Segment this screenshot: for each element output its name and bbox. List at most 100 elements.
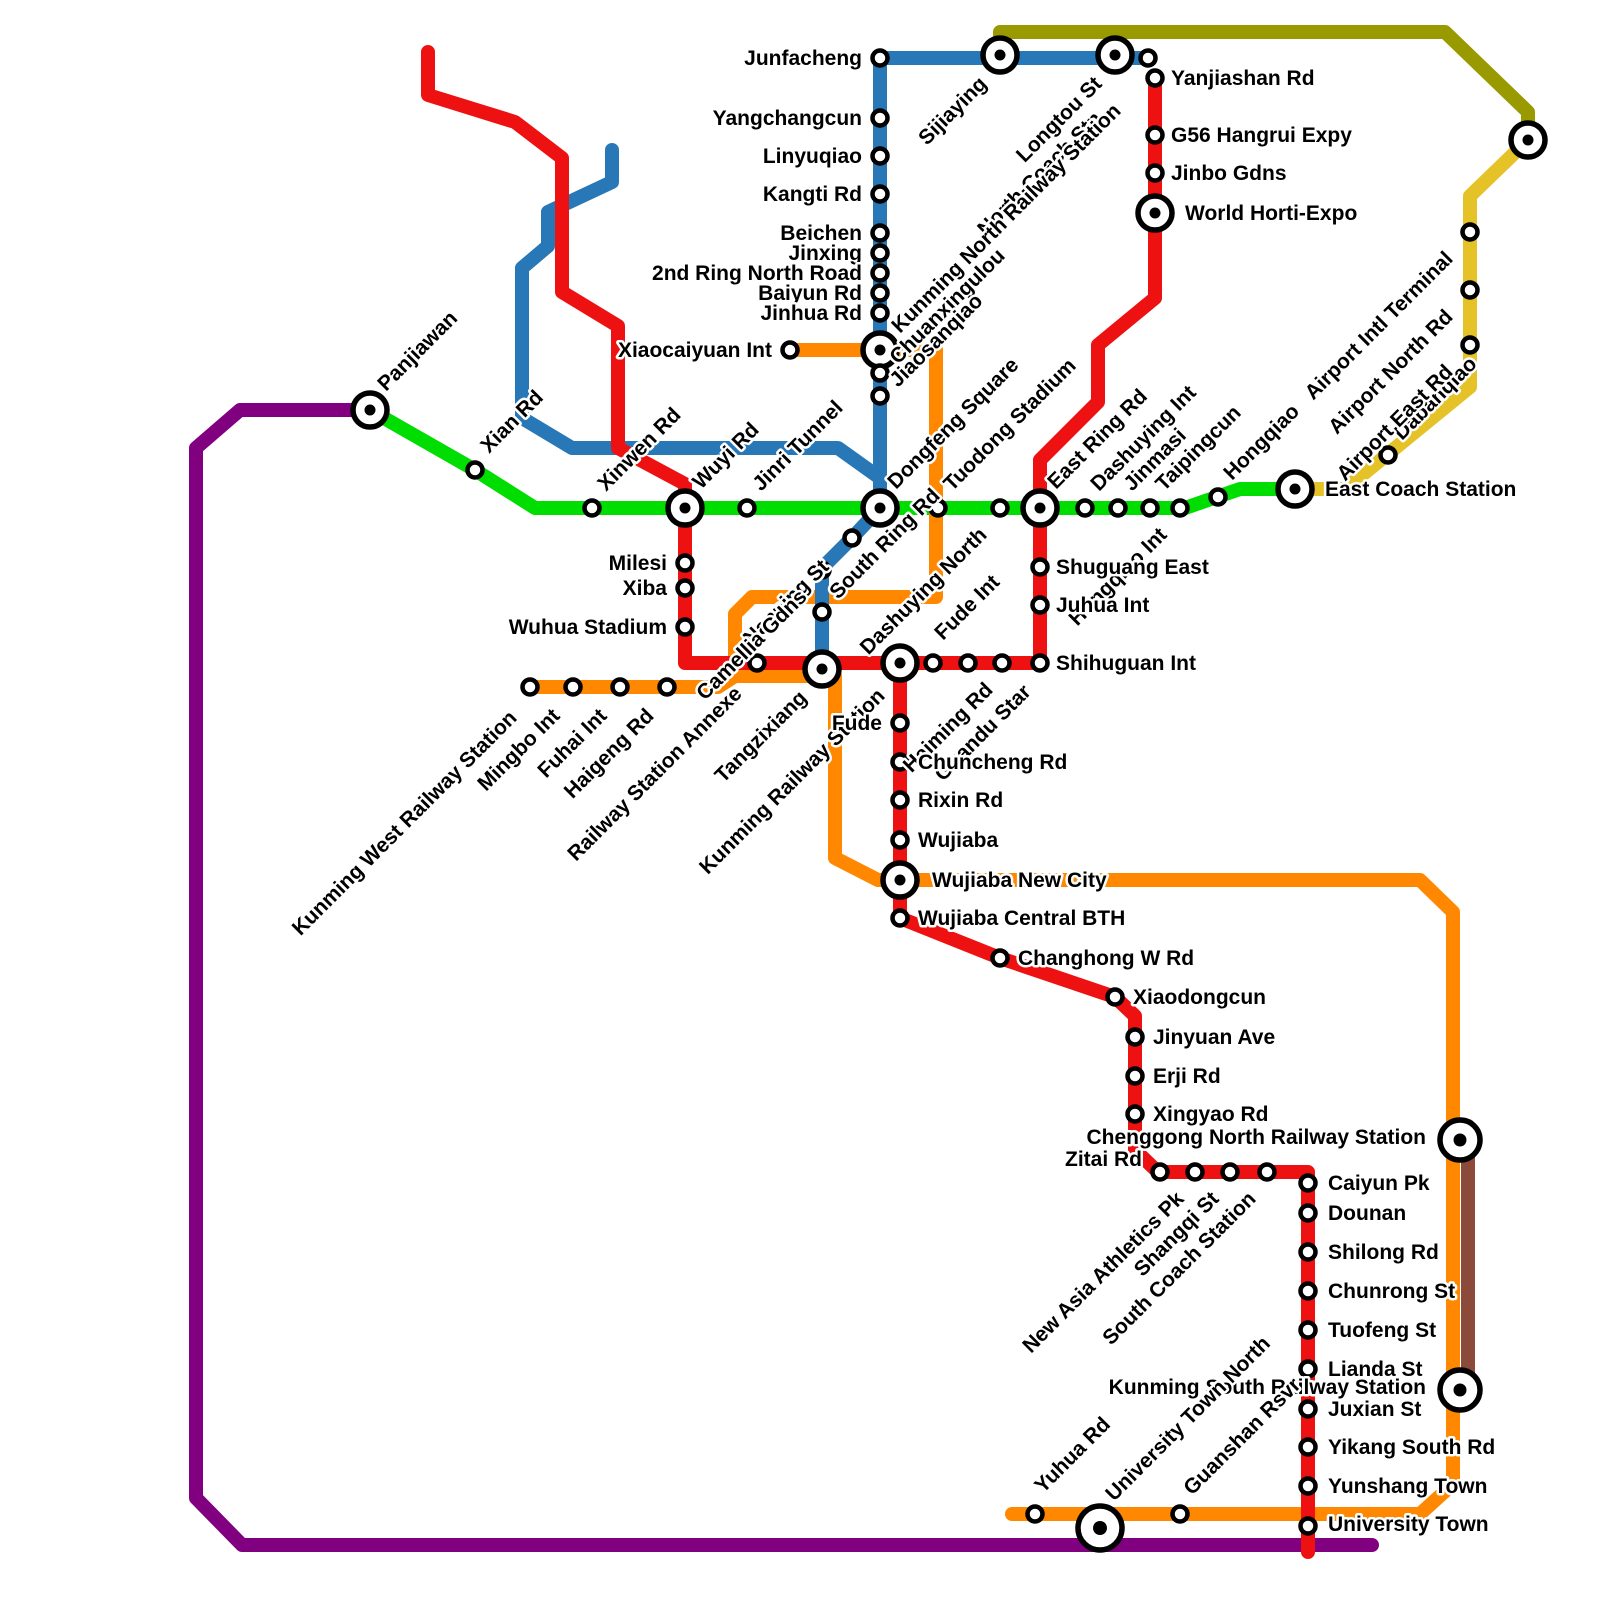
- station-hongqiao-int: [1170, 498, 1190, 518]
- station-guanshan-rsvr: [1170, 1504, 1190, 1524]
- station-label-changhong-w-rd: Changhong W Rd: [1018, 947, 1194, 970]
- station-label-rixin-rd: Rixin Rd: [918, 789, 1003, 812]
- station-label-shihuguan-int: Shihuguan Int: [1056, 652, 1196, 675]
- station-east-coach-station: [1275, 469, 1315, 509]
- station-haigeng-rd: [657, 677, 677, 697]
- station-zitai-rd: [1150, 1162, 1170, 1182]
- station-wuhua-stadium: [675, 617, 695, 637]
- station-label-wujiaba: Wujiaba: [918, 829, 998, 852]
- interchange-inner-dot: [894, 657, 906, 669]
- station-label-xiba: Xiba: [623, 577, 668, 600]
- station-marker: [870, 48, 890, 68]
- station-label-caiyun-pk: Caiyun Pk: [1328, 1172, 1430, 1195]
- station-marker: [1298, 1203, 1318, 1223]
- station-marker: [1298, 1476, 1318, 1496]
- station-fuhai-int: [610, 677, 630, 697]
- station-juhua-int: [1030, 595, 1050, 615]
- interchange-inner-dot: [1453, 1133, 1467, 1147]
- station-chunrong-st: [1298, 1281, 1318, 1301]
- station-marker: [870, 243, 890, 263]
- station-label-kunming-west-railway-station: Kunming West Railway Station: [288, 706, 522, 940]
- station-marker: [958, 653, 978, 673]
- station-jinyuan-ave: [1125, 1027, 1145, 1047]
- station-beichen: [870, 223, 890, 243]
- station-sijiaying: [980, 35, 1020, 75]
- station-xian-rd: [465, 460, 485, 480]
- interchange-inner-dot: [1093, 1521, 1107, 1535]
- station-longtou-st: [1095, 35, 1135, 75]
- station-marker: [1125, 1066, 1145, 1086]
- station-juxian-st: [1298, 1399, 1318, 1419]
- station-south-coach-station: [1257, 1162, 1277, 1182]
- station-xiba: [675, 578, 695, 598]
- station-label-tuofeng-st: Tuofeng St: [1328, 1319, 1436, 1342]
- station-jinhua-rd: [870, 303, 890, 323]
- station-label-xiaodongcun: Xiaodongcun: [1133, 986, 1266, 1009]
- station-university-town: [1298, 1516, 1318, 1536]
- station-linyuqiao: [870, 146, 890, 166]
- station-marker: [657, 677, 677, 697]
- station-world-horti-expo: [1135, 193, 1175, 233]
- station-marker: [1145, 163, 1165, 183]
- station-marker: [1298, 1359, 1318, 1379]
- station-label-jinbo-gdns: Jinbo Gdns: [1171, 162, 1287, 185]
- station-marker: [870, 108, 890, 128]
- station-marker: [990, 498, 1010, 518]
- station-xiaocaiyuan-int: [780, 340, 800, 360]
- interchange-inner-dot: [364, 404, 376, 416]
- station-xingyao-rd: [1125, 1104, 1145, 1124]
- metro-line-blue-branch1: [515, 143, 887, 485]
- station-dashuying-north: [990, 498, 1010, 518]
- station-marker: [1170, 498, 1190, 518]
- station-marker: [582, 498, 602, 518]
- metro-line-orange-branch1: [523, 669, 742, 694]
- station-fude-int: [923, 653, 943, 673]
- station-marker: [1298, 1173, 1318, 1193]
- station-caiyun-pk: [1298, 1173, 1318, 1193]
- station-jiaosanqiao: [870, 386, 890, 406]
- interchange-inner-dot: [1522, 134, 1534, 146]
- station-marker: [870, 263, 890, 283]
- station-marker: [812, 602, 832, 622]
- station-label-yunshang-town: Yunshang Town: [1328, 1475, 1487, 1498]
- station-dabanqiao: [1378, 445, 1398, 465]
- station-marker: [520, 677, 540, 697]
- station-hongqiao: [1208, 487, 1228, 507]
- station-label-dounan: Dounan: [1328, 1202, 1406, 1225]
- station-label-yanjiashan-rd: Yanjiashan Rd: [1171, 67, 1315, 90]
- station-marker: [675, 617, 695, 637]
- metro-line-blue: [815, 51, 1155, 676]
- station-kangti-rd: [870, 184, 890, 204]
- station-marker: [1030, 557, 1050, 577]
- station-guandu-star: [992, 653, 1012, 673]
- station-jinbo-gdns: [1145, 163, 1165, 183]
- station-yanjiashan-rd: [1145, 68, 1165, 88]
- station-marker: [1298, 1242, 1318, 1262]
- station-jinri-tunnel: [737, 498, 757, 518]
- station-marker: [1075, 498, 1095, 518]
- station-marker: [465, 460, 485, 480]
- station-changhong-w-rd: [990, 948, 1010, 968]
- station-marker: [1030, 595, 1050, 615]
- station-airport-north-rd: [1460, 280, 1480, 300]
- station-label-yikang-south-rd: Yikang South Rd: [1328, 1436, 1495, 1459]
- station-label-xiaocaiyuan-int: Xiaocaiyuan Int: [618, 339, 772, 362]
- station-marker: [870, 223, 890, 243]
- station-station: [1508, 120, 1548, 160]
- station-label-fude: Fude: [832, 712, 882, 735]
- station-marker: [610, 677, 630, 697]
- station-marker: [1140, 498, 1160, 518]
- station-fude: [890, 713, 910, 733]
- station-label-kunming-south-railway-station: Kunming South Railway Station: [1109, 1376, 1426, 1399]
- station-nanping-st: [842, 528, 862, 548]
- station-panjiawan: [350, 390, 390, 430]
- station-label-yuhua-rd: Yuhua Rd: [1030, 1413, 1115, 1498]
- station-marker: [870, 283, 890, 303]
- station-tangzixiang: [802, 649, 842, 689]
- station-label-world-horti-expo: World Horti-Expo: [1185, 202, 1357, 225]
- station-marker: [563, 677, 583, 697]
- station-tuodong-stadium: [928, 498, 948, 518]
- station-shihuguan-int: [1030, 653, 1050, 673]
